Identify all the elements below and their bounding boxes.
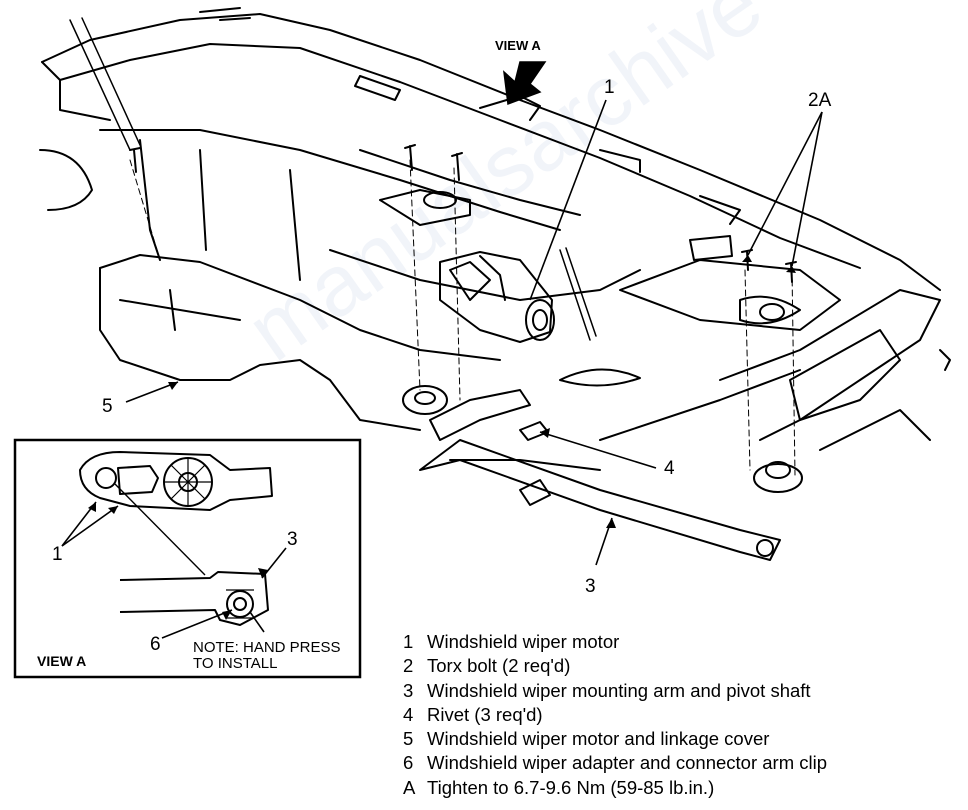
inset-callout-1: 1 bbox=[52, 544, 63, 565]
left-rod bbox=[69, 17, 141, 151]
callout-4: 4 bbox=[664, 458, 675, 479]
center-rod bbox=[559, 247, 597, 341]
alignment-lines bbox=[129, 159, 796, 476]
legend-key: 3 bbox=[403, 679, 414, 701]
fender-panel bbox=[599, 289, 951, 451]
callout-3: 3 bbox=[585, 576, 596, 597]
legend-item: A Tighten to 6.7-9.6 Nm (59-85 lb.in.) bbox=[403, 776, 827, 800]
view-a-arrow bbox=[503, 61, 547, 106]
legend-key: A bbox=[403, 776, 416, 798]
legend-item: 6 Windshield wiper adapter and connector … bbox=[403, 751, 827, 775]
legend-text: Torx bolt (2 req'd) bbox=[427, 655, 571, 677]
inset-callout-3: 3 bbox=[287, 529, 298, 550]
inset-callout-6: 6 bbox=[150, 634, 161, 655]
legend-item: 1 Windshield wiper motor bbox=[403, 630, 827, 654]
legend-item: 4 Rivet (3 req'd) bbox=[403, 703, 827, 727]
callout-2a: 2A bbox=[808, 90, 832, 111]
legend-key: 5 bbox=[403, 728, 414, 750]
legend-key: 6 bbox=[403, 752, 414, 774]
callout-5: 5 bbox=[102, 396, 113, 417]
parts-legend: 1 Windshield wiper motor 2 Torx bolt (2 re… bbox=[403, 630, 827, 800]
legend-text: Windshield wiper motor and linkage cover bbox=[427, 728, 770, 750]
inset-note-line1: NOTE: HAND PRESS bbox=[193, 639, 341, 656]
dash-panel bbox=[99, 149, 841, 431]
view-a-label: VIEW A bbox=[495, 38, 541, 53]
legend-key: 2 bbox=[403, 655, 414, 677]
view-a-inset bbox=[13, 438, 362, 679]
callout-leaders bbox=[125, 99, 823, 566]
legend-text: Windshield wiper adapter and connector a… bbox=[427, 752, 828, 774]
legend-item: 3 Windshield wiper mounting arm and pivot… bbox=[403, 679, 827, 703]
callout-arrowheads bbox=[168, 255, 796, 528]
legend-text: Windshield wiper mounting arm and pivot … bbox=[427, 679, 811, 701]
legend-text: Rivet (3 req'd) bbox=[427, 703, 543, 725]
legend-key: 1 bbox=[403, 631, 414, 652]
wiper-motor bbox=[439, 251, 555, 343]
wiper-linkage bbox=[402, 385, 803, 561]
inset-note-line2: TO INSTALL bbox=[193, 655, 277, 672]
legend-item: 5 Windshield wiper motor and linkage cove… bbox=[403, 727, 827, 751]
legend-item: 2 Torx bolt (2 req'd) bbox=[403, 654, 827, 678]
legend-text: Tighten to 6.7-9.6 Nm (59-85 lb.in.) bbox=[427, 776, 715, 798]
legend-text: Windshield wiper motor bbox=[427, 631, 620, 652]
legend-key: 4 bbox=[403, 703, 414, 725]
callout-1: 1 bbox=[604, 77, 615, 98]
cowl-panel bbox=[39, 7, 941, 291]
torx-bolts bbox=[129, 144, 797, 283]
inset-title: VIEW A bbox=[37, 653, 86, 669]
